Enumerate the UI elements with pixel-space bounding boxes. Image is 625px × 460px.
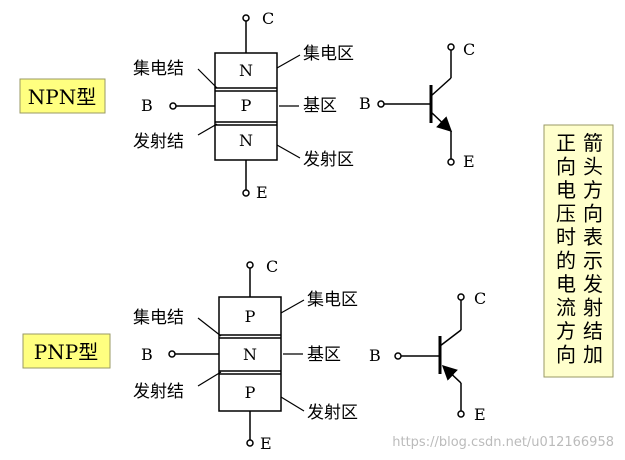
npn-emitter-region-label: 发射区: [303, 150, 354, 170]
npn-layer-stack: [214, 52, 278, 161]
pnp-emitter-region-label: 发射区: [307, 403, 358, 423]
npn-collector-junction-label: 集电结: [133, 59, 184, 79]
npn-collector-region-label: 集电区: [303, 44, 354, 64]
npn-emitter-junction-label: 发射结: [133, 132, 184, 152]
pnp-collector-junction-label: 集电结: [133, 308, 184, 328]
pnp-base-label: B: [141, 345, 153, 364]
pnp-collector-terminal: [246, 261, 254, 269]
npn-type-label-box: [19, 78, 106, 114]
watermark: https://blog.csdn.net/u012166958: [392, 435, 614, 450]
pnp-base-region-label: 基区: [307, 345, 341, 365]
pnp-emitter-terminal: [246, 439, 254, 447]
pnp-type-label: PNP型: [34, 340, 98, 364]
pnp-layer-collector: P: [245, 307, 256, 326]
npn-symbol-e-label: E: [463, 152, 475, 171]
pnp-collector-region-label: 集电区: [307, 290, 358, 310]
npn-layer-emitter: N: [239, 131, 253, 150]
npn-base-region-label: 基区: [303, 96, 337, 116]
npn-collector-terminal: [242, 14, 250, 22]
npn-base-terminal: [169, 102, 177, 110]
npn-symbol-b-label: B: [359, 94, 371, 113]
pnp-collector-label: C: [266, 257, 278, 276]
pnp-symbol-e-label: E: [474, 405, 486, 424]
pnp-layer-emitter: P: [245, 383, 256, 402]
npn-base-label: B: [141, 96, 153, 115]
pnp-emitter-junction-label: 发射结: [133, 382, 184, 402]
pnp-symbol-c-label: C: [474, 289, 486, 308]
npn-emitter-terminal: [242, 189, 250, 197]
pnp-symbol: C B E: [369, 289, 486, 424]
npn-symbol-c-label: C: [463, 40, 475, 59]
npn-collector-label: C: [262, 9, 274, 28]
pnp-section: PNP型 C P N P B E 集电结 发射结 集电区 基区 发射区: [22, 257, 486, 453]
pnp-base-terminal: [168, 350, 176, 358]
pnp-layer-base: N: [243, 345, 257, 364]
npn-type-label: NPN型: [28, 85, 96, 109]
npn-emitter-label: E: [256, 183, 268, 202]
note-line-1: 箭头方向表示发射结加: [583, 131, 603, 367]
note-line-2: 正向电压时的电流方向: [556, 131, 576, 367]
pnp-emitter-label: E: [260, 434, 272, 453]
npn-symbol: C B E: [359, 40, 475, 171]
pnp-symbol-b-label: B: [369, 346, 381, 365]
npn-layer-collector: N: [239, 61, 253, 80]
note-box: 箭头方向表示发射结加 正向电压时的电流方向: [543, 124, 614, 378]
npn-section: NPN型 C N P N B E 集电结 发射结 集电区 基区 发射区: [19, 9, 475, 202]
pnp-type-label-box: [22, 333, 111, 369]
npn-layer-base: P: [241, 96, 252, 115]
